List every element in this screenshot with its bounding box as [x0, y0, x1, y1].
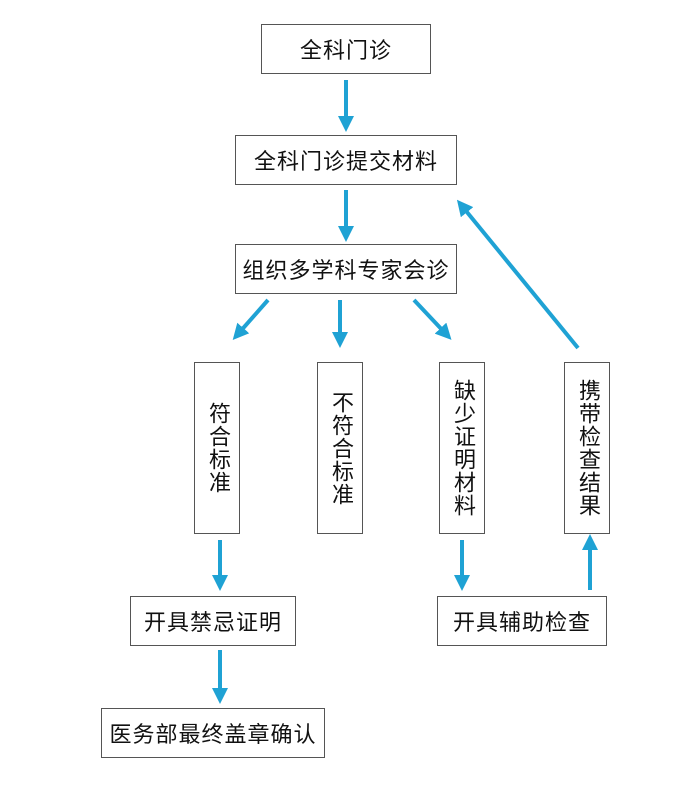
arrow-mdt-to-meets: [232, 298, 270, 340]
arrow-mdt-to-missing: [412, 298, 452, 340]
node-missing-proof: 缺少证明材料: [439, 362, 485, 534]
node-issue-aux-exam: 开具辅助检查: [437, 596, 607, 646]
node-not-meets-criteria-label: 不符合标准: [328, 390, 353, 506]
node-general-clinic: 全科门诊: [261, 24, 431, 74]
node-meets-criteria: 符合标准: [194, 362, 240, 534]
node-final-confirm: 医务部最终盖章确认: [101, 708, 325, 758]
node-bring-results: 携带检查结果: [564, 362, 610, 534]
node-mdt-consult: 组织多学科专家会诊: [235, 244, 457, 294]
node-missing-proof-label: 缺少证明材料: [450, 379, 475, 517]
node-bring-results-label: 携带检查结果: [575, 379, 600, 517]
arrow-results-to-submit: [456, 199, 580, 350]
node-issue-contraindication: 开具禁忌证明: [130, 596, 296, 646]
node-submit-materials: 全科门诊提交材料: [235, 135, 457, 185]
node-meets-criteria-label: 符合标准: [205, 402, 230, 494]
node-not-meets-criteria: 不符合标准: [317, 362, 363, 534]
